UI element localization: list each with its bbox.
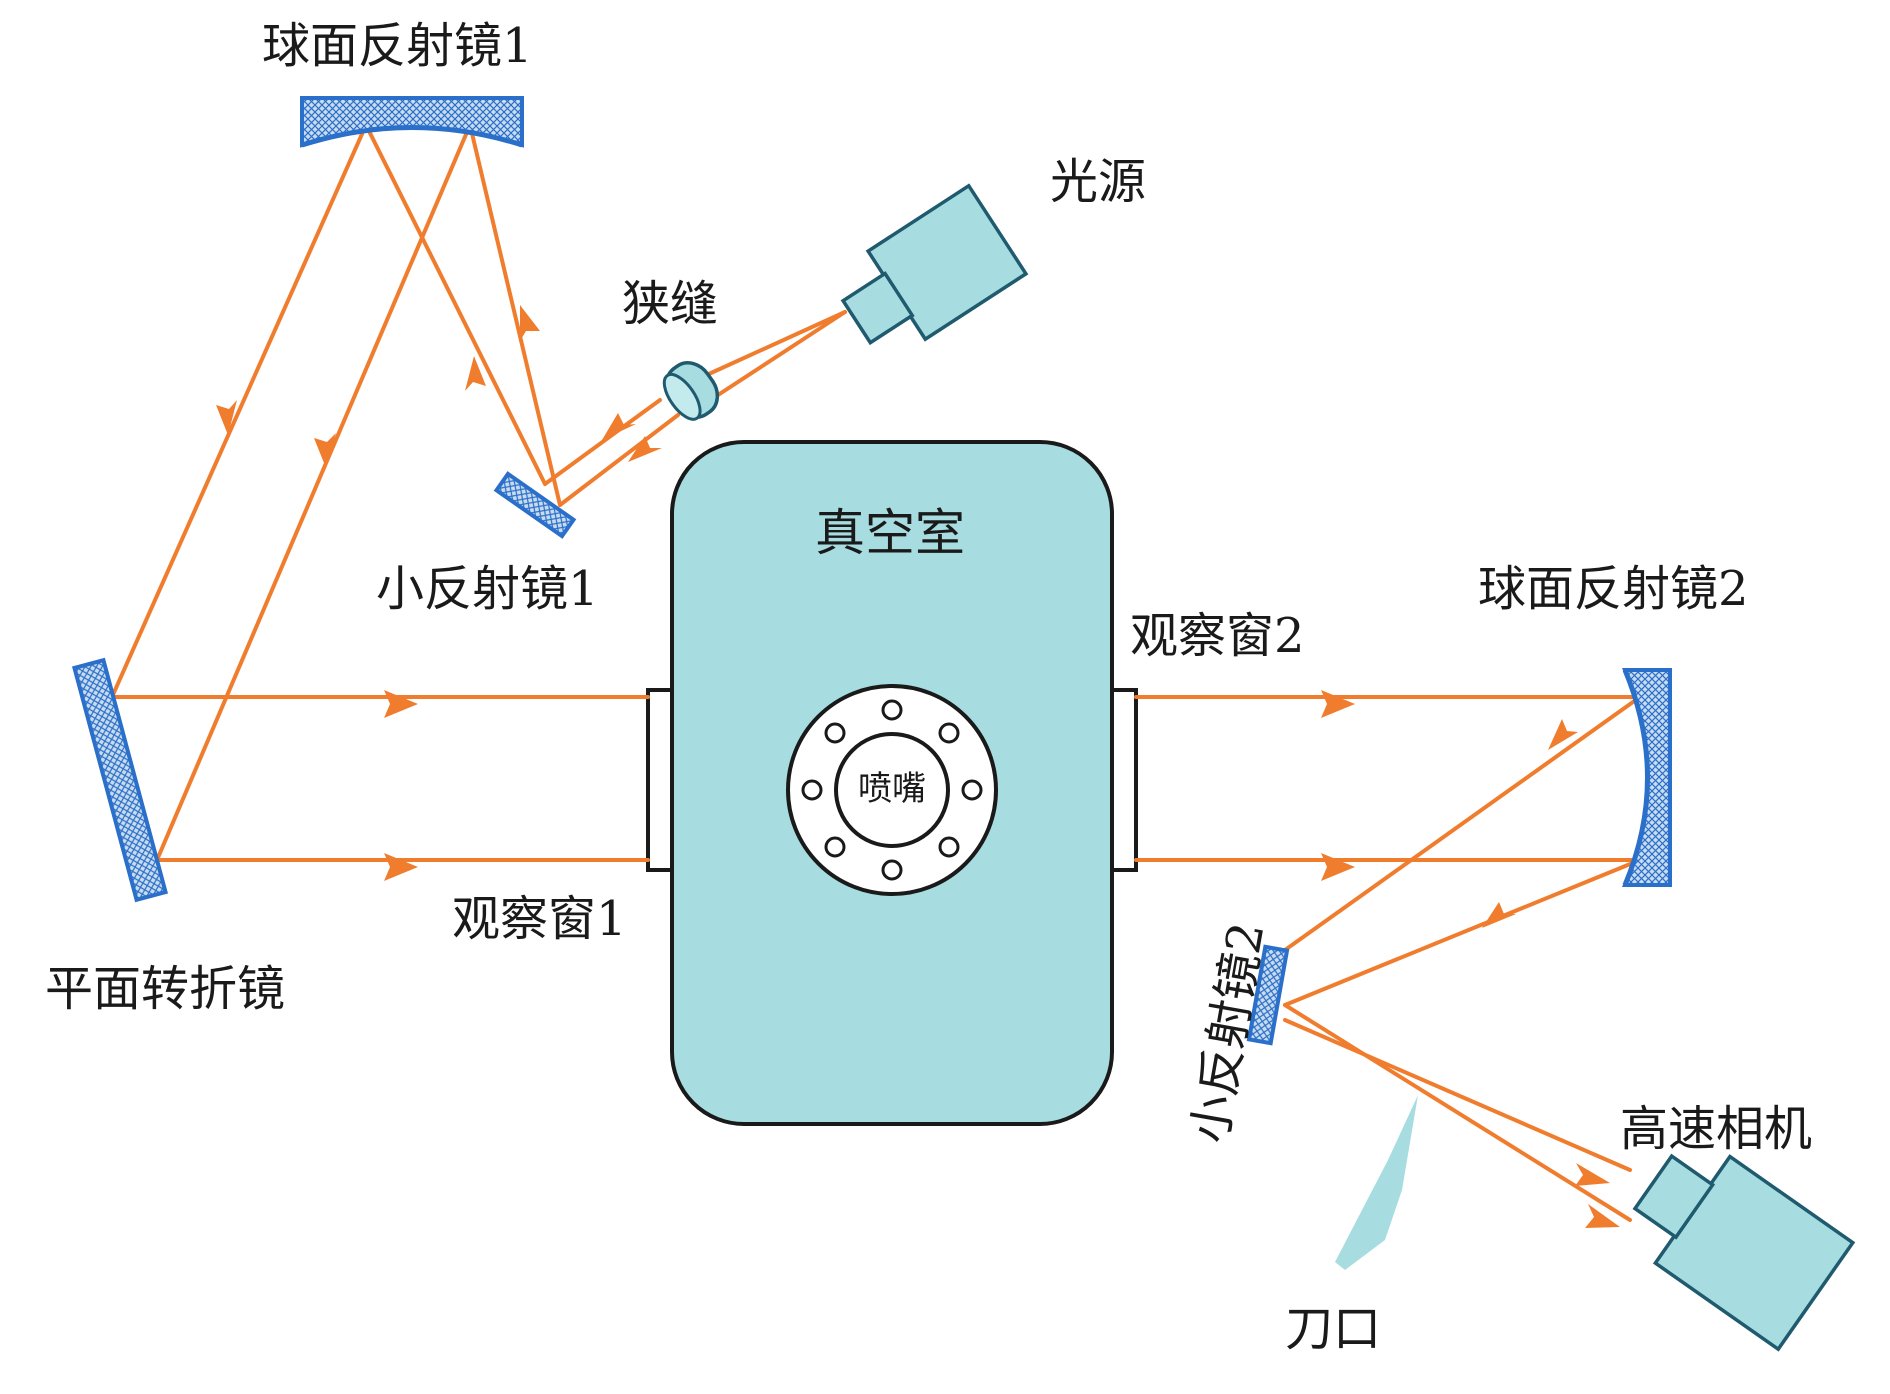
label-vacuum-chamber: 真空室 (815, 504, 965, 562)
light-source (840, 183, 1029, 346)
label-knife-edge: 刀口 (1285, 1301, 1381, 1357)
label-slit: 狭缝 (622, 276, 718, 332)
small-mirror-2 (1246, 944, 1290, 1046)
knife-edge (1335, 1095, 1418, 1270)
label-observation-window-2: 观察窗2 (1130, 608, 1305, 664)
nozzle-flange (786, 684, 998, 896)
slit (662, 361, 720, 421)
label-nozzle: 喷嘴 (858, 769, 926, 809)
label-spherical-mirror-2: 球面反射镜2 (1478, 561, 1749, 617)
label-flat-fold-mirror: 平面转折镜 (45, 961, 285, 1017)
spherical-mirror-1 (300, 96, 524, 148)
high-speed-camera (1632, 1153, 1856, 1352)
label-spherical-mirror-1: 球面反射镜1 (262, 18, 533, 74)
beam-arrows (216, 305, 1620, 1228)
label-light-source: 光源 (1050, 154, 1146, 210)
light-beams (110, 123, 1642, 1222)
observation-window-2 (1110, 688, 1138, 872)
observation-window-1 (646, 688, 674, 872)
label-observation-window-1: 观察窗1 (452, 891, 627, 947)
label-high-speed-camera: 高速相机 (1620, 1101, 1812, 1157)
small-mirror-1 (493, 471, 577, 539)
label-small-mirror-1: 小反射镜1 (376, 561, 599, 617)
spherical-mirror-2 (1621, 668, 1672, 887)
flat-fold-mirror (72, 657, 168, 903)
